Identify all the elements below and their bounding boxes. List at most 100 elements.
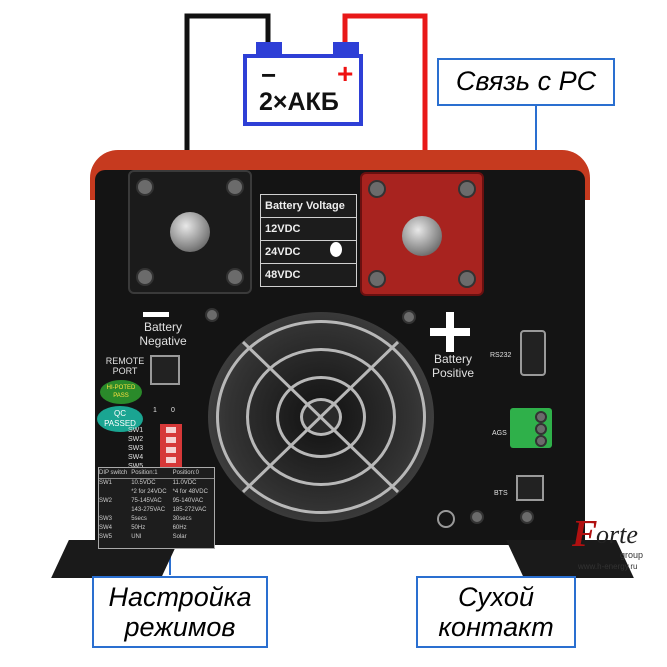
voltage-row-12: 12VDC	[261, 217, 356, 240]
remote-label-line2: PORT	[112, 366, 138, 376]
battery-voltage-table: Battery Voltage 12VDC 24VDC 48VDC	[260, 194, 357, 287]
dip-position-1-label: 1	[153, 407, 157, 414]
switch-cell: SW3	[99, 516, 113, 522]
positive-terminal-block	[360, 172, 484, 296]
screw-icon	[470, 510, 484, 524]
negative-sign-icon	[143, 312, 169, 317]
fan-guard-ring	[276, 376, 366, 458]
battery-label: 2×АКБ	[259, 88, 339, 116]
hi-pot-text: HI-POTED PASS	[106, 385, 136, 399]
screw-icon	[226, 178, 244, 196]
switch-table-row: SW1 10.5VDC 11.0VDC	[99, 479, 214, 488]
ground-icon	[437, 510, 455, 528]
logo-main-text: orte	[596, 520, 638, 549]
switch-cell: 75-145VAC	[131, 498, 162, 504]
dry-contact-callout: Сухой контакт	[416, 576, 576, 648]
switch-cell: 95-140VAC	[172, 498, 204, 504]
positive-bolt-icon	[402, 216, 442, 256]
screw-icon	[458, 270, 476, 288]
qc-passed-sticker: QC PASSED	[97, 406, 143, 432]
cooling-fan	[208, 312, 434, 522]
switch-table-row: SW3 5secs 30secs	[99, 515, 214, 524]
dip-label-sw1: SW1	[128, 427, 144, 434]
switch-cell: 5secs	[131, 516, 147, 522]
battery-positive-label: Battery Positive	[418, 352, 488, 380]
rs232-port[interactable]	[520, 330, 546, 376]
voltage-selected-dot	[330, 242, 342, 257]
negative-label-line1: Battery	[143, 320, 182, 334]
terminal-screw-icon	[535, 411, 547, 423]
switch-cell: 143-275VAC	[131, 507, 166, 513]
switch-cell: SW2	[99, 498, 113, 504]
positive-label-line1: Battery	[433, 352, 472, 366]
battery-symbol: − + 2×АКБ	[243, 54, 363, 126]
terminal-screw-icon	[535, 435, 547, 447]
modes-settings-callout: Настройка режимов	[92, 576, 268, 648]
battery-negative-terminal	[256, 42, 282, 55]
logo-initial: F	[572, 513, 598, 555]
switch-cell: SW1	[99, 480, 113, 486]
voltage-row-48: 48VDC	[261, 263, 356, 286]
switch-cell: 50Hz	[131, 525, 146, 531]
dip-switch-2[interactable]	[166, 437, 176, 443]
dip-label-sw4: SW4	[128, 454, 144, 461]
modes-callout-line1: Настройка	[108, 582, 252, 612]
fan-guard-ring	[246, 348, 396, 486]
switch-cell	[99, 506, 131, 515]
dip-label-sw2: SW2	[128, 436, 144, 443]
switch-header-col: Position:0	[172, 470, 199, 476]
switch-table-row: SW4 50Hz 60Hz	[99, 524, 214, 533]
logo-sub-text: group	[620, 550, 644, 560]
switch-cell: 10.5VDC	[131, 480, 156, 486]
switch-header-col: DIP switch	[99, 470, 128, 476]
switch-cell: 60Hz	[172, 525, 187, 531]
remote-label-line1: REMOTE	[105, 356, 145, 366]
screw-icon	[402, 310, 416, 324]
dip-position-0-label: 0	[171, 407, 175, 414]
switch-table-row: 143-275VAC 185-272VAC	[99, 506, 214, 515]
positive-cable	[342, 13, 428, 235]
screw-icon	[205, 308, 219, 322]
bts-port[interactable]	[516, 475, 544, 501]
switch-cell: UNI	[131, 534, 142, 540]
negative-label-line2: Negative	[139, 334, 187, 348]
dip-switch-4[interactable]	[166, 457, 176, 463]
qc-passed-text: PASSED	[104, 419, 136, 428]
negative-cable	[184, 13, 271, 235]
switch-table-row: SW5 UNI Solar	[99, 533, 214, 542]
switch-table-row: *2 for 24VDC *4 for 48VDC	[99, 488, 214, 497]
screw-icon	[368, 180, 386, 198]
switch-cell: 185-272VAC	[172, 507, 207, 513]
switch-table-row: SW2 75-145VAC 95-140VAC	[99, 497, 214, 506]
logo-site-text: www.h-energy.ru	[578, 562, 638, 571]
battery-plus-sign: +	[337, 58, 354, 89]
voltage-table-header: Battery Voltage	[265, 200, 345, 212]
switch-table-header: DIP switch Position:1 Position:0	[99, 468, 214, 479]
remote-port-jack	[150, 355, 180, 385]
pc-callout-text: Связь с PC	[455, 66, 597, 96]
bts-label: BTS	[494, 490, 508, 497]
negative-terminal-block	[128, 170, 252, 294]
forte-logo: F orte group www.h-energy.ru	[568, 512, 664, 574]
positive-label-line2: Positive	[431, 366, 475, 380]
switch-cell: SW5	[99, 534, 113, 540]
dry-callout-line2: контакт	[438, 612, 554, 642]
switch-cell: *4 for 48VDC	[172, 489, 208, 495]
fan-guard-bars	[241, 340, 400, 494]
screw-icon	[136, 268, 154, 286]
voltage-row-24: 24VDC	[261, 240, 356, 263]
switch-cell: 30secs	[172, 516, 192, 522]
screw-icon	[458, 180, 476, 198]
dip-labels: SW1 SW2 SW3 SW4 SW5	[128, 426, 154, 471]
dip-switch-3[interactable]	[166, 447, 176, 453]
ags-label: AGS	[492, 430, 507, 437]
remote-port-label: REMOTE PORT	[102, 356, 148, 376]
battery-positive-terminal	[333, 42, 359, 55]
switch-cell: 11.0VDC	[172, 480, 197, 486]
switch-cell: Solar	[172, 534, 187, 540]
switch-header-col: Position:1	[131, 470, 158, 476]
dip-switch-1[interactable]	[166, 427, 176, 433]
ags-terminal-block[interactable]	[510, 408, 552, 448]
dip-label-sw3: SW3	[128, 445, 144, 452]
screw-icon	[136, 178, 154, 196]
